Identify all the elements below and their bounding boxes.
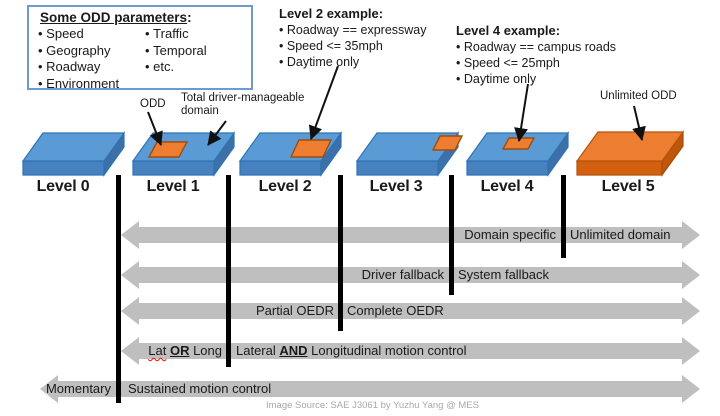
level-3-box bbox=[355, 131, 464, 177]
lat-or-long-label: Lat OR Long bbox=[148, 343, 222, 358]
level4-example-list: Roadway == campus roads Speed <= 25mph D… bbox=[456, 39, 616, 87]
level-5-box bbox=[575, 130, 685, 177]
list-item: Roadway bbox=[38, 59, 119, 76]
level-3-label: Level 3 bbox=[369, 178, 423, 195]
fallback-arrow bbox=[121, 261, 700, 289]
level-1-label: Level 1 bbox=[146, 178, 200, 195]
level-2-label: Level 2 bbox=[258, 178, 312, 195]
total-domain-annotation: Total driver-manageable domain bbox=[181, 92, 305, 117]
divider-l3-l4 bbox=[449, 175, 454, 295]
list-item: Environment bbox=[38, 76, 119, 93]
lateral-and-longitudinal-label: Lateral AND Longitudinal motion control bbox=[236, 343, 467, 358]
oedr-arrow bbox=[121, 297, 700, 325]
odd-parameters-col1: Speed Geography Roadway Environment bbox=[38, 26, 119, 92]
level2-example-title: Level 2 example: bbox=[279, 6, 384, 21]
level2-example-pointer-arrow bbox=[308, 65, 339, 140]
level-0-label: Level 0 bbox=[36, 178, 90, 195]
odd-annotation: ODD bbox=[140, 98, 166, 110]
level4-example-block: Level 4 example: Roadway == campus roads… bbox=[456, 22, 616, 87]
list-item: Traffic bbox=[145, 26, 207, 43]
odd-parameters-col2: Traffic Temporal etc. bbox=[145, 26, 207, 76]
list-item: Speed <= 25mph bbox=[456, 55, 616, 71]
level2-example-list: Roadway == expressway Speed <= 35mph Day… bbox=[279, 22, 427, 70]
odd-parameters-title: Some ODD parameters: bbox=[40, 10, 192, 25]
domain-specific-label: Domain specific bbox=[464, 227, 556, 242]
unlimited-domain-label: Unlimited domain bbox=[570, 227, 671, 242]
level2-example-block: Level 2 example: Roadway == expressway S… bbox=[279, 5, 427, 70]
driver-fallback-label: Driver fallback bbox=[361, 267, 444, 282]
list-item: Daytime only bbox=[279, 54, 427, 70]
complete-oedr-label: Complete OEDR bbox=[347, 303, 444, 318]
momentary-label: Momentary bbox=[45, 381, 111, 396]
divider-l1-l2 bbox=[226, 175, 231, 367]
unlimited-odd-annotation: Unlimited ODD bbox=[600, 90, 677, 102]
sustained-motion-label: Sustained motion control bbox=[128, 381, 272, 396]
odd-patch-level-2 bbox=[289, 139, 333, 158]
motion-control-arrow bbox=[121, 337, 700, 365]
list-item: Speed <= 35mph bbox=[279, 38, 427, 54]
system-fallback-label: System fallback bbox=[458, 267, 550, 282]
list-item: etc. bbox=[145, 59, 207, 76]
list-item: Roadway == expressway bbox=[279, 22, 427, 38]
sustain-arrow bbox=[40, 375, 700, 403]
list-item: Daytime only bbox=[456, 71, 616, 87]
list-item: Geography bbox=[38, 43, 119, 60]
odd-patch-level-3 bbox=[431, 135, 464, 151]
level-5-label: Level 5 bbox=[601, 178, 655, 195]
level4-example-title: Level 4 example: bbox=[456, 23, 561, 38]
image-source-caption: Image Source: SAE J3061 by Yuzhu Yang @ … bbox=[266, 400, 479, 411]
domain-arrow bbox=[121, 221, 700, 249]
divider-l0-l1 bbox=[116, 175, 121, 403]
odd-parameters-box: Some ODD parameters: Speed Geography Roa… bbox=[27, 5, 253, 92]
list-item: Temporal bbox=[145, 43, 206, 60]
divider-l4-l5 bbox=[561, 175, 566, 258]
level-4-label: Level 4 bbox=[480, 178, 534, 195]
total-domain-pointer-arrow bbox=[207, 120, 227, 146]
divider-l2-l3 bbox=[338, 175, 343, 331]
odd-pointer-arrow bbox=[147, 111, 163, 146]
list-item: Speed bbox=[38, 26, 119, 43]
partial-oedr-label: Partial OEDR bbox=[255, 303, 334, 318]
level4-example-pointer-arrow bbox=[514, 83, 529, 142]
unlimited-odd-pointer-arrow bbox=[632, 105, 646, 141]
level-4-box bbox=[465, 131, 570, 177]
level-1-box bbox=[131, 131, 236, 177]
level-2-box bbox=[238, 131, 343, 177]
level-0-box bbox=[21, 131, 126, 177]
list-item: Roadway == campus roads bbox=[456, 39, 616, 55]
